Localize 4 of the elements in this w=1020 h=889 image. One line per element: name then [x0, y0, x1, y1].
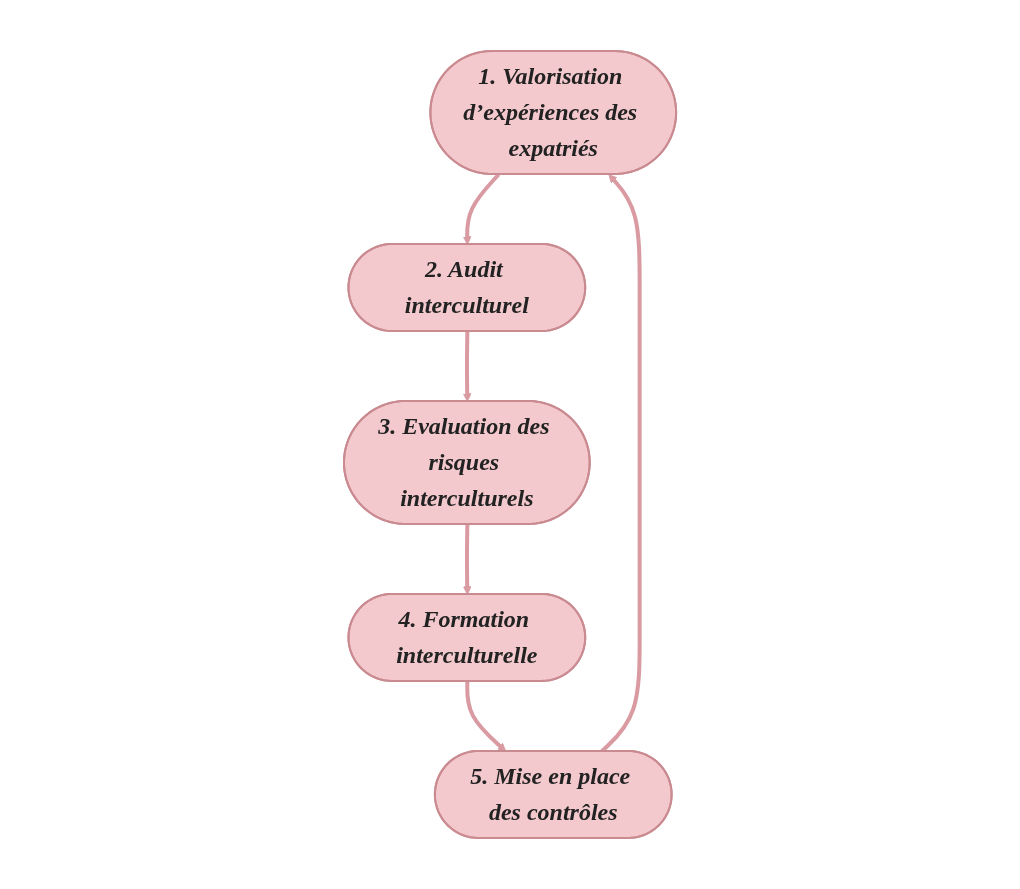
arrow: [462, 173, 501, 245]
arrow: [465, 681, 507, 752]
arrow: [462, 524, 472, 595]
arrow: [462, 331, 472, 402]
